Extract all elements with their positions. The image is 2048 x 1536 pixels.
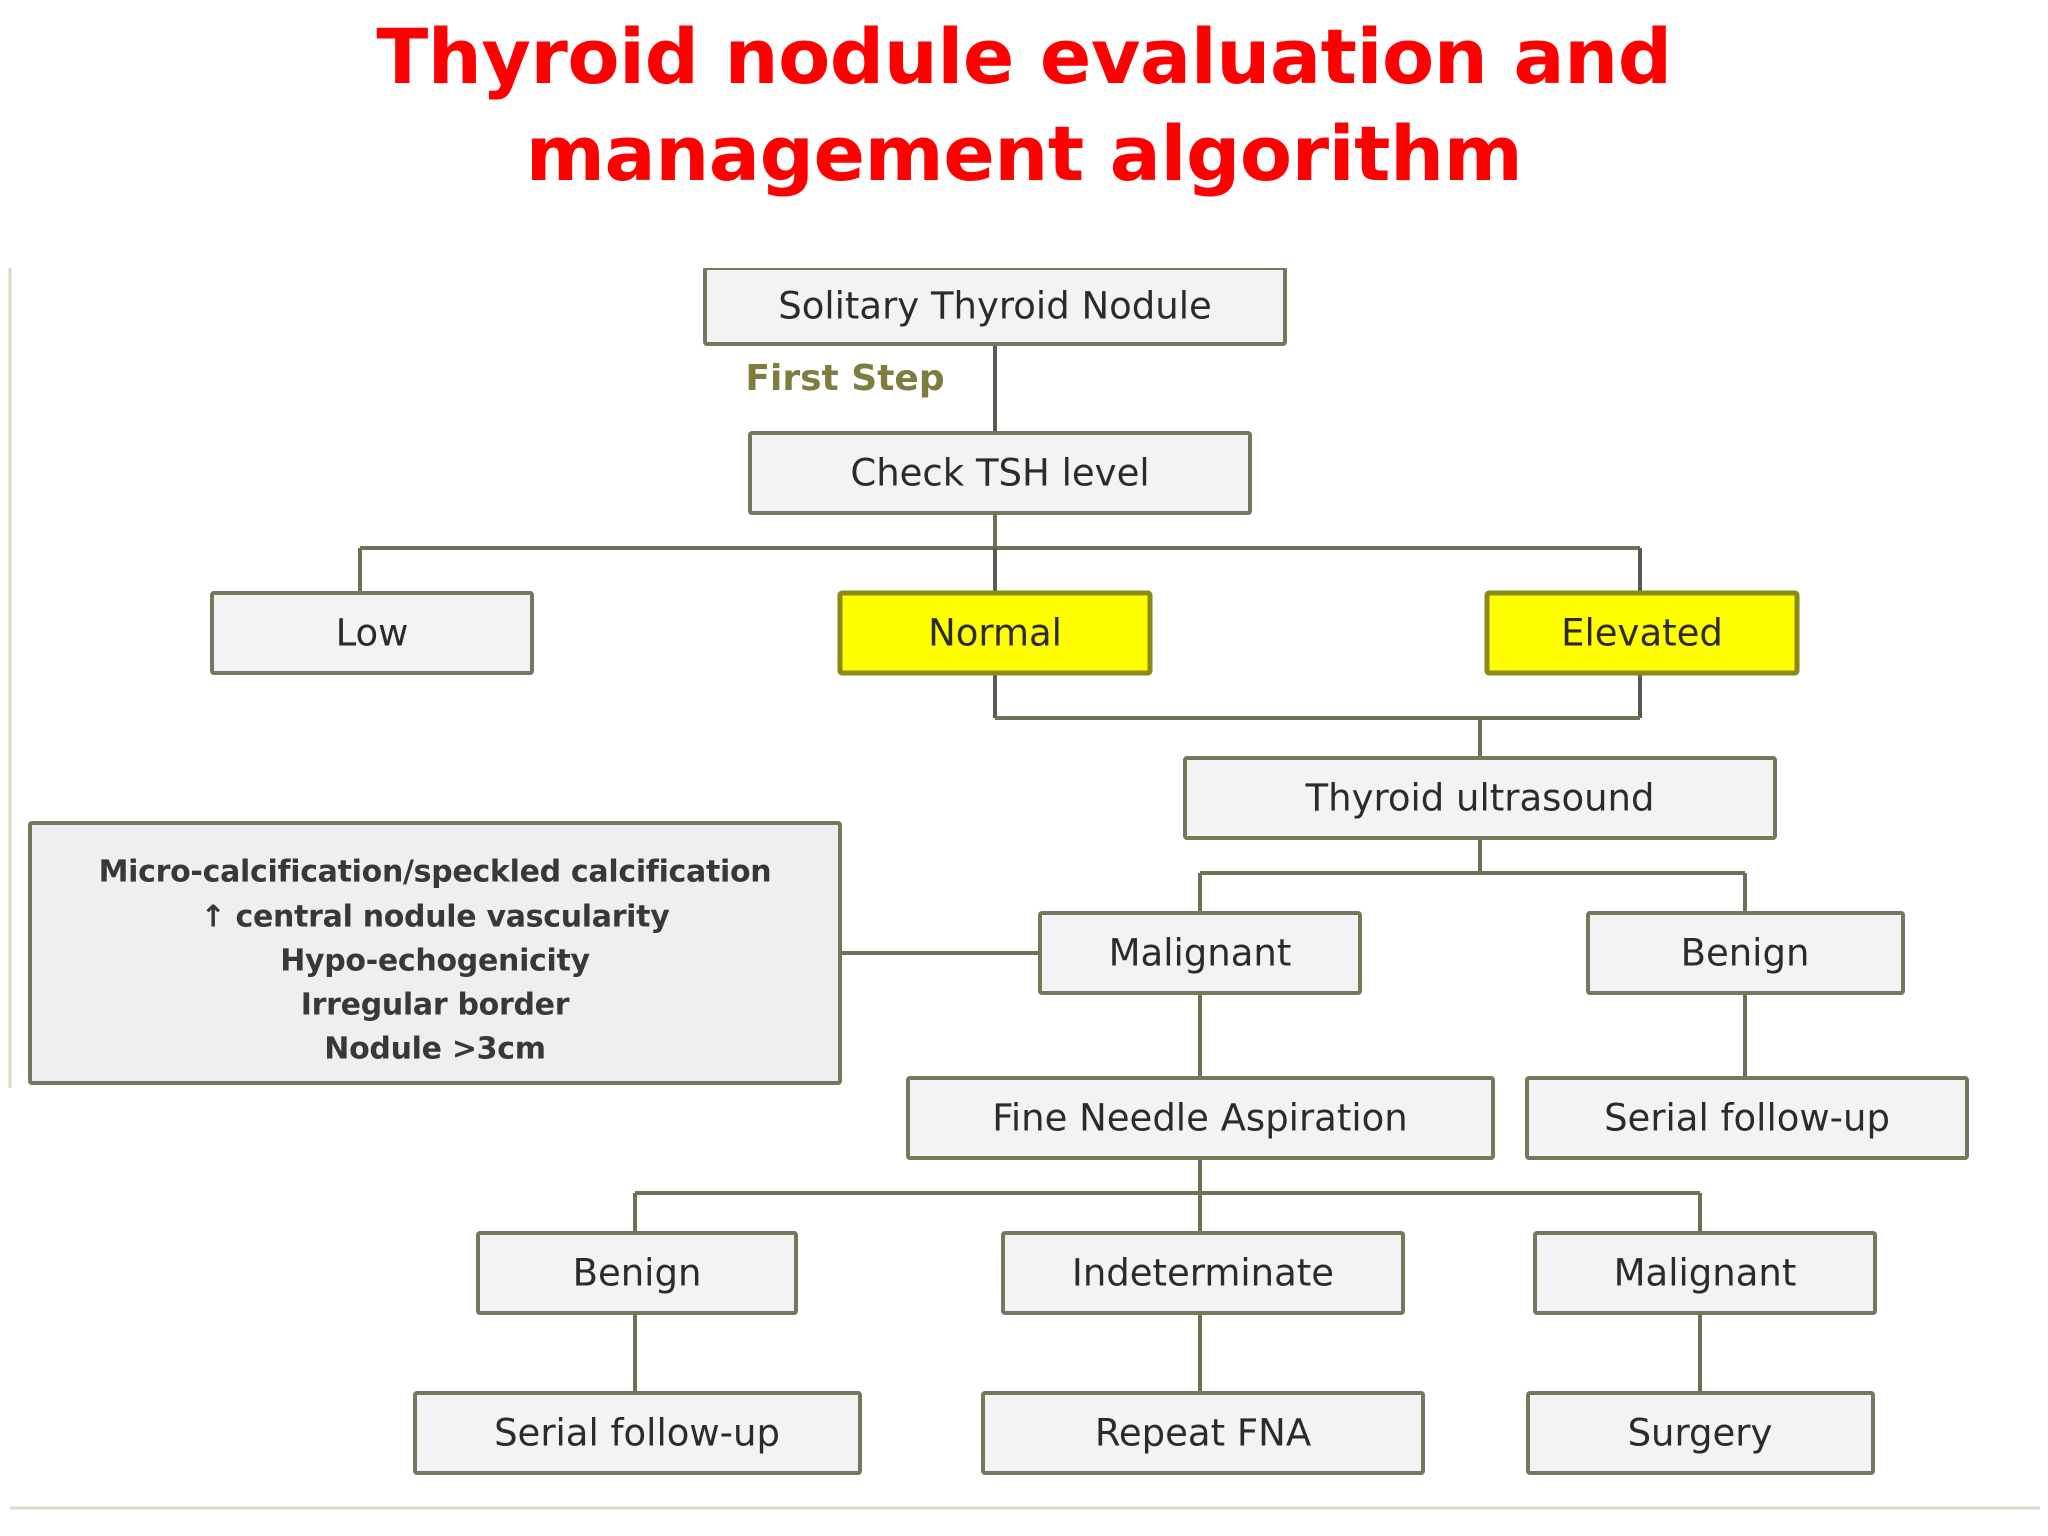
node-normal[interactable]: Normal <box>837 590 1153 676</box>
node-label: Solitary Thyroid Nodule <box>778 285 1212 328</box>
node-elevated[interactable]: Elevated <box>1484 590 1800 676</box>
node-label: Fine Needle Aspiration <box>992 1097 1407 1140</box>
node-box <box>210 591 534 675</box>
node-box <box>703 268 1287 346</box>
node-box <box>28 821 842 1085</box>
criteria-line-4: Irregular border <box>301 988 570 1023</box>
node-box <box>1038 911 1362 995</box>
node-label: Malignant <box>1614 1252 1797 1295</box>
node-fna-benign-serial-followup[interactable]: Serial follow-up <box>413 1391 862 1475</box>
node-malignant-criteria[interactable]: Micro-calcification/speckled calcificati… <box>28 821 842 1085</box>
node-surgery[interactable]: Surgery <box>1526 1391 1875 1475</box>
node-fna-indeterminate[interactable]: Indeterminate <box>1001 1231 1405 1315</box>
node-thyroid-ultrasound[interactable]: Thyroid ultrasound <box>1183 756 1777 840</box>
node-box <box>1586 911 1905 995</box>
node-ultrasound-malignant[interactable]: Malignant <box>1038 911 1362 995</box>
node-box <box>413 1391 862 1475</box>
node-box <box>476 1231 798 1315</box>
node-box <box>1526 1391 1875 1475</box>
node-box <box>906 1076 1495 1160</box>
node-box <box>1525 1076 1969 1160</box>
node-label: Benign <box>1681 932 1810 975</box>
node-label: Malignant <box>1109 932 1292 975</box>
node-low[interactable]: Low <box>210 591 534 675</box>
node-box <box>1533 1231 1877 1315</box>
node-label: Thyroid ultrasound <box>1305 777 1655 820</box>
node-benign-serial-followup[interactable]: Serial follow-up <box>1525 1076 1969 1160</box>
title-line-2: management algorithm <box>525 109 1523 199</box>
node-box <box>1183 756 1777 840</box>
page-title: Thyroid nodule evaluation and management… <box>0 8 2048 203</box>
node-box <box>1484 590 1800 676</box>
node-ultrasound-benign[interactable]: Benign <box>1586 911 1905 995</box>
node-fna-malignant[interactable]: Malignant <box>1533 1231 1877 1315</box>
node-label: Low <box>336 612 409 655</box>
node-box <box>981 1391 1425 1475</box>
node-label: Serial follow-up <box>494 1412 780 1455</box>
node-label: Repeat FNA <box>1095 1412 1311 1455</box>
node-repeat-fna[interactable]: Repeat FNA <box>981 1391 1425 1475</box>
node-label: Surgery <box>1628 1412 1773 1455</box>
node-label: Serial follow-up <box>1604 1097 1890 1140</box>
node-check-tsh-level[interactable]: Check TSH level <box>748 431 1252 515</box>
criteria-line-2: ↑ central nodule vascularity <box>201 900 671 935</box>
node-box <box>837 590 1153 676</box>
node-box <box>1001 1231 1405 1315</box>
node-label: Normal <box>928 612 1062 655</box>
node-label: Check TSH level <box>850 452 1149 495</box>
flowchart-figure: Solitary Thyroid Nodule First Step Check… <box>0 268 2048 1518</box>
criteria-line-3: Hypo-echogenicity <box>280 944 590 979</box>
criteria-line-5: Nodule >3cm <box>324 1032 545 1067</box>
title-line-1: Thyroid nodule evaluation and <box>376 12 1672 101</box>
node-fna-benign[interactable]: Benign <box>476 1231 798 1315</box>
criteria-line-1: Micro-calcification/speckled calcificati… <box>99 855 772 890</box>
node-box <box>748 431 1252 515</box>
node-label: Benign <box>573 1252 702 1295</box>
edge-label-first-step: First Step <box>745 358 944 399</box>
node-fine-needle-aspiration[interactable]: Fine Needle Aspiration <box>906 1076 1495 1160</box>
node-label: Elevated <box>1561 612 1723 655</box>
node-label: Indeterminate <box>1072 1252 1334 1295</box>
node-solitary-thyroid-nodule[interactable]: Solitary Thyroid Nodule <box>703 268 1287 346</box>
